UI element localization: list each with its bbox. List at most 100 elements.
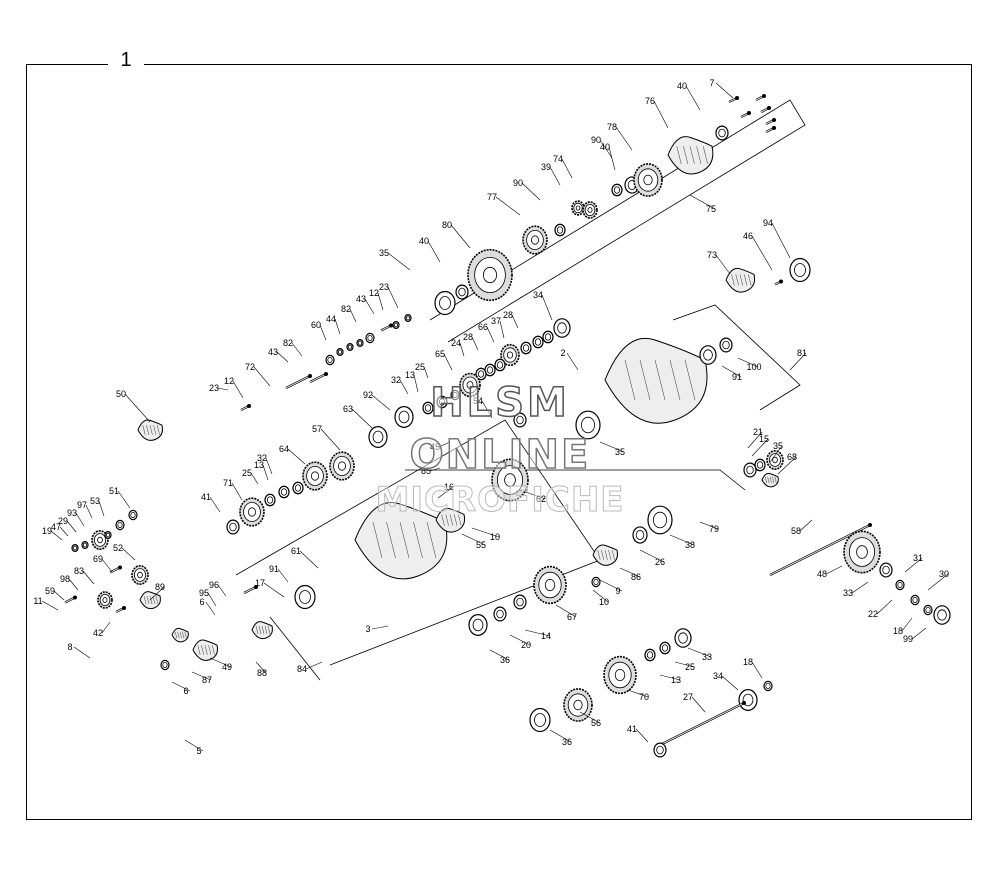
part-blob-71 [604,338,708,424]
leader-30-0 [927,573,949,591]
part-ring-52 [115,519,125,531]
leader-77-0 [495,196,521,216]
part-ring-27 [450,389,460,401]
leader-57-0 [320,428,341,451]
callout-98: 98 [60,574,70,584]
callout-49: 49 [222,662,232,672]
part-ring-7 [611,183,623,197]
leader-32-1 [399,379,409,395]
callout-25-2: 25 [685,662,695,672]
leader-55-0 [461,533,486,546]
callout-45: 45 [430,442,440,452]
callout-76: 76 [645,96,655,106]
callout-58: 58 [791,526,801,536]
leader-37-0 [499,320,505,339]
leader-63-0 [351,408,373,429]
leader-38-0 [669,534,695,546]
callout-12-1: 12 [369,288,379,298]
callout-26: 26 [655,557,665,567]
part-ring-34 [292,481,304,495]
leader-87-0 [191,671,212,681]
callout-61: 61 [291,546,301,556]
callout-23: 23 [209,383,219,393]
callout-36: 36 [500,655,510,665]
callout-69: 69 [93,554,103,564]
callout-96: 96 [209,580,219,590]
leader-3-0 [371,625,389,630]
part-gear-9 [633,163,663,197]
callout-53: 53 [90,496,100,506]
callout-32: 32 [257,453,267,463]
part-ring-78 [789,257,811,283]
part-ring-19 [542,330,554,344]
leader-19-0 [50,530,63,541]
leader-65-0 [443,353,453,371]
leader-84-0 [305,661,323,670]
leader-25-2 [674,661,695,668]
callout-91-1: 91 [732,372,742,382]
leader-15-0 [751,438,769,457]
part-ring-55 [81,540,89,550]
callout-51: 51 [109,486,119,496]
callout-100: 100 [746,362,761,372]
callout-63: 63 [343,404,353,414]
callout-59: 59 [45,586,55,596]
callout-2: 2 [560,348,565,358]
part-ring-39 [404,313,412,323]
leader-13-2 [659,674,681,681]
leader-18-0 [901,617,913,632]
part-ring-87 [895,579,905,591]
part-gear-103 [563,688,593,722]
leader-49-0 [209,657,232,668]
leader-81-0 [789,352,807,371]
callout-71: 71 [223,478,233,488]
leader-99-0 [911,627,927,640]
leader-17-0 [263,582,285,598]
leader-79-0 [699,521,719,530]
part-gear-3 [522,225,548,255]
part-bolt-60 [64,595,77,604]
leader-20-0 [509,634,531,646]
part-bolt-107 [655,701,746,748]
callout-29: 29 [58,516,68,526]
leader-73-0 [715,254,731,275]
callout-19: 19 [42,526,52,536]
callout-44: 44 [326,314,336,324]
leader-41-0 [209,496,221,513]
callout-20: 20 [521,640,531,650]
callout-15: 15 [759,434,769,444]
part-gear-57 [131,564,149,585]
leader-44-0 [334,318,341,335]
callout-94: 94 [763,218,773,228]
callout-39: 39 [541,162,551,172]
callout-14: 14 [541,631,551,641]
part-ring-38 [226,519,240,535]
part-gear-6 [582,201,598,219]
leader-40-1 [608,146,616,171]
callout-90: 90 [513,178,523,188]
part-blob-77 [725,267,756,293]
callout-30: 30 [939,569,949,579]
part-ring-29 [422,401,434,415]
callout-24: 24 [451,338,461,348]
leader-22-0 [876,599,893,615]
leader-14-0 [524,629,551,637]
part-ring-2 [455,284,469,300]
part-ring-108 [653,742,667,758]
parts-layer [64,94,951,758]
part-ring-25 [475,367,487,381]
leader-93-0 [75,512,85,527]
leader-90-0 [521,182,541,201]
callout-82-1: 82 [341,304,351,314]
part-bolt-61 [115,606,126,613]
callout-32-1: 32 [391,375,401,385]
leader-5-0 [184,739,204,752]
part-ring-80 [743,462,757,478]
leader-35-1 [599,441,625,453]
part-bolt-66 [243,585,258,594]
callout-10-1: 10 [490,532,500,542]
callout-75: 75 [706,204,716,214]
part-ring-106 [763,680,773,692]
callout-88: 88 [257,668,267,678]
